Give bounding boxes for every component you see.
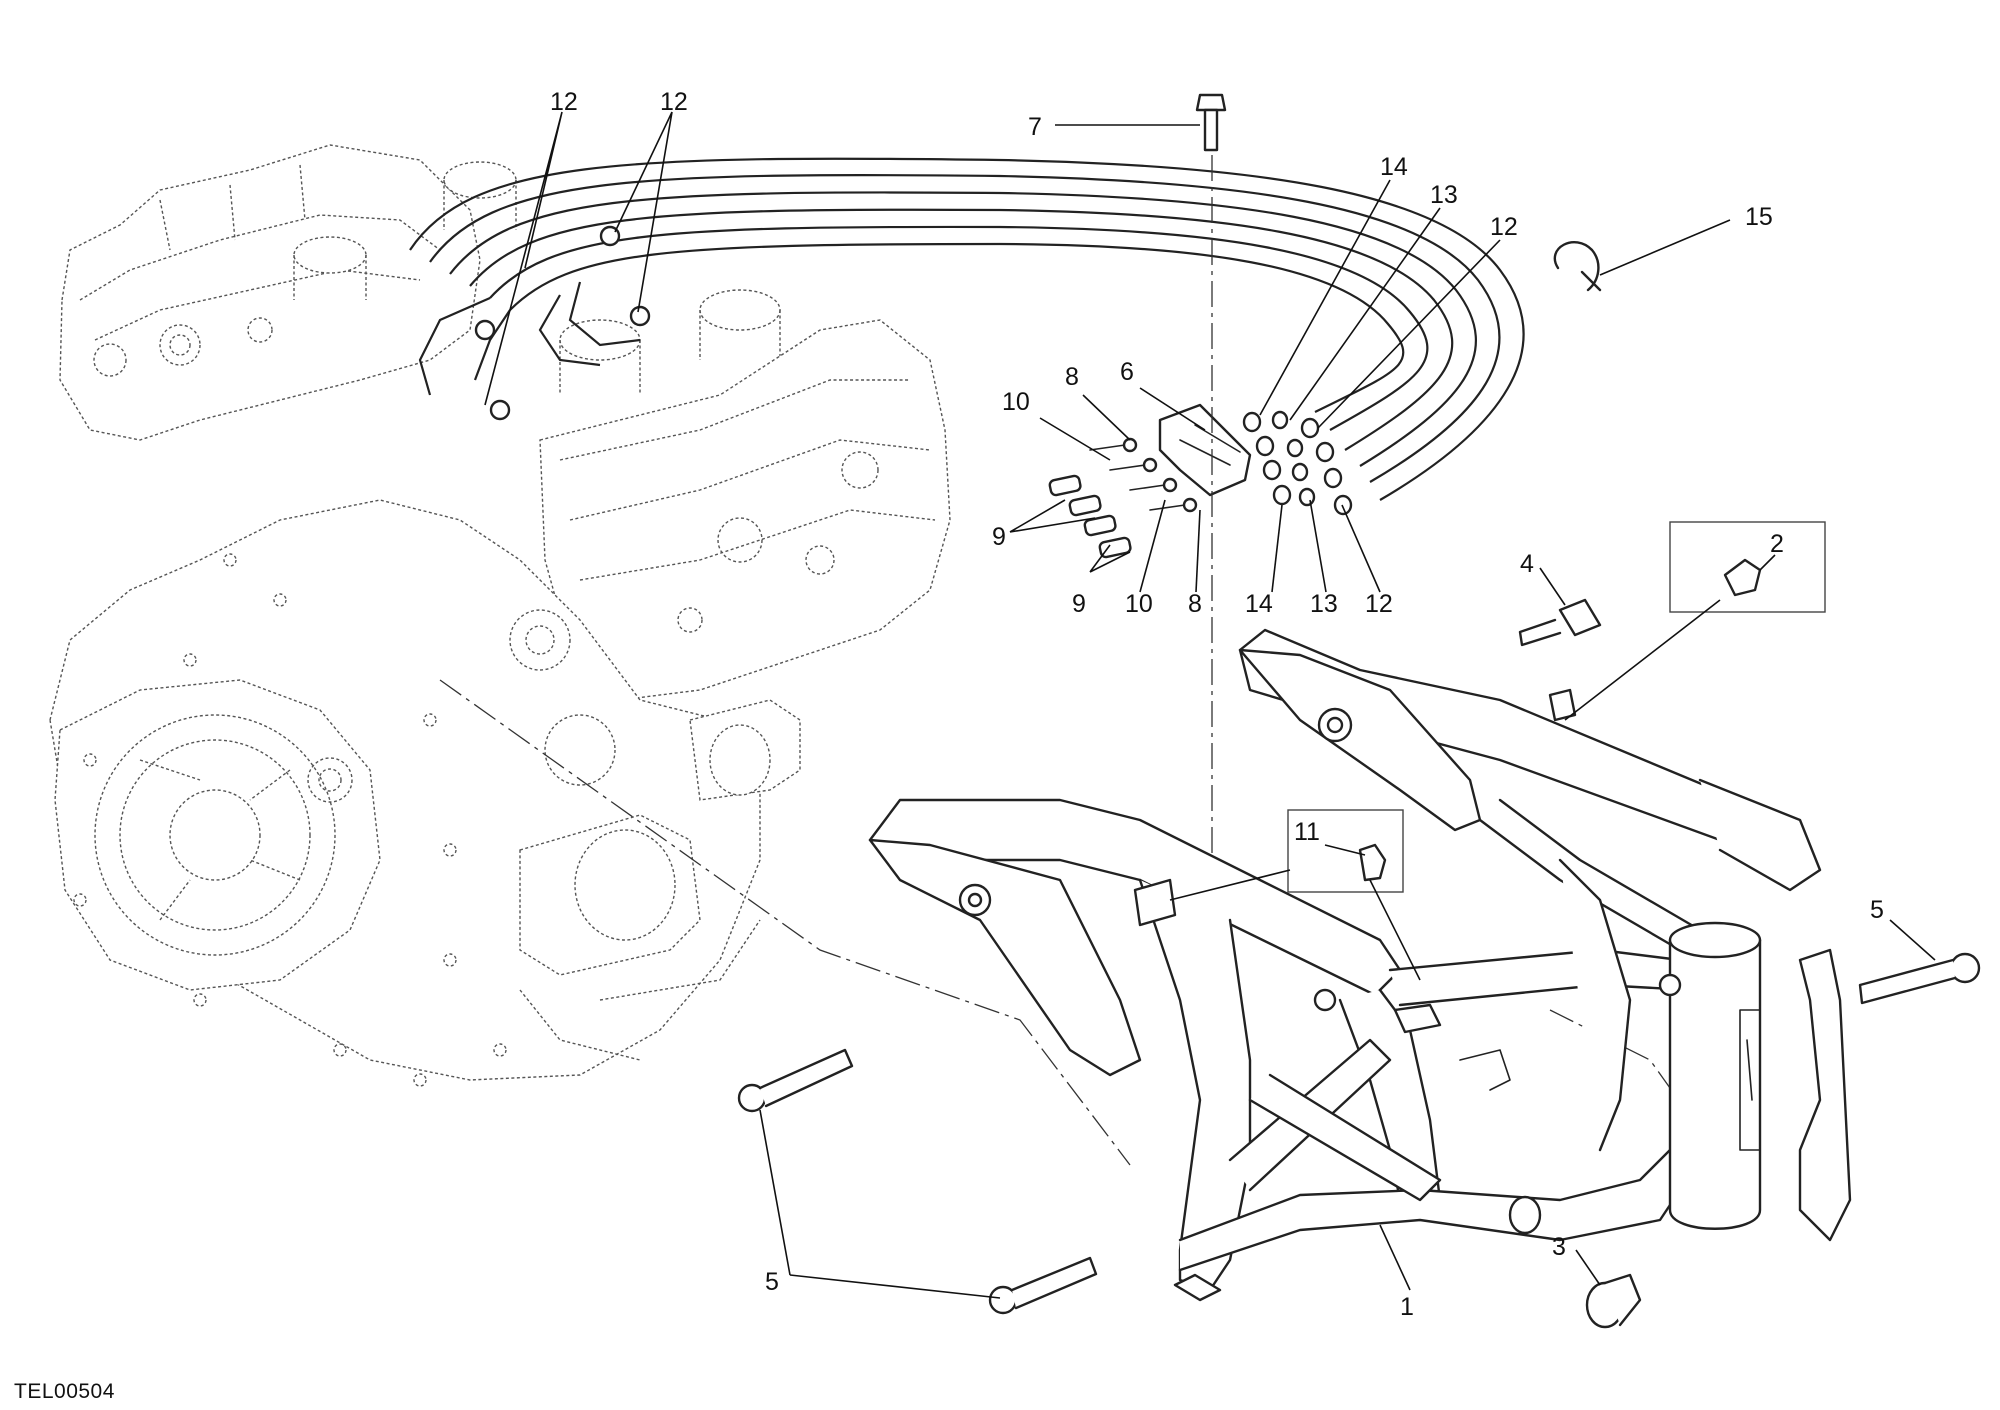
fasteners (737, 598, 1981, 1329)
callout-5: 5 (1870, 896, 1884, 924)
clip-nut-2 (1723, 558, 1762, 597)
callout-12: 12 (550, 88, 578, 116)
callout-9: 9 (992, 523, 1006, 551)
callout-8: 8 (1188, 590, 1202, 618)
engine-outline (49, 144, 951, 1087)
callout-14: 14 (1245, 590, 1273, 618)
callout-11: 11 (1294, 818, 1320, 846)
callout-9: 9 (1072, 590, 1086, 618)
trellis-frame (868, 628, 1852, 1302)
callout-4: 4 (1520, 550, 1534, 578)
screw-set (1089, 437, 1198, 513)
callout-10: 10 (1002, 388, 1030, 416)
callout-15: 15 (1745, 203, 1773, 231)
callout-12: 12 (1490, 213, 1518, 241)
hose-clip-15 (1553, 240, 1602, 292)
callout-12: 12 (1365, 590, 1393, 618)
clip-nut-11 (1358, 843, 1387, 882)
callout-2: 2 (1770, 530, 1784, 558)
drawing-code: TEL00504 (14, 1380, 115, 1403)
callout-10: 10 (1125, 590, 1153, 618)
callout-6: 6 (1120, 358, 1134, 386)
callout-7: 7 (1028, 113, 1042, 141)
callout-13: 13 (1310, 590, 1338, 618)
callout-1: 1 (1400, 1293, 1414, 1321)
callout-14: 14 (1380, 153, 1408, 181)
inset-box-11 (1287, 809, 1404, 893)
hose-bundle (409, 157, 1525, 501)
callout-8: 8 (1065, 363, 1079, 391)
connector-set (1048, 474, 1132, 559)
bolt-7 (1195, 93, 1227, 152)
callout-13: 13 (1430, 181, 1458, 209)
callout-5: 5 (765, 1268, 779, 1296)
callout-12: 12 (660, 88, 688, 116)
pressure-bracket-assembly (1048, 93, 1602, 559)
callout-3: 3 (1552, 1233, 1566, 1261)
clip-set (1242, 410, 1353, 516)
callout-labels: 12 12 7 14 13 12 15 6 8 10 9 9 10 8 14 1… (550, 88, 1884, 1321)
leader-lines (484, 111, 1936, 1299)
